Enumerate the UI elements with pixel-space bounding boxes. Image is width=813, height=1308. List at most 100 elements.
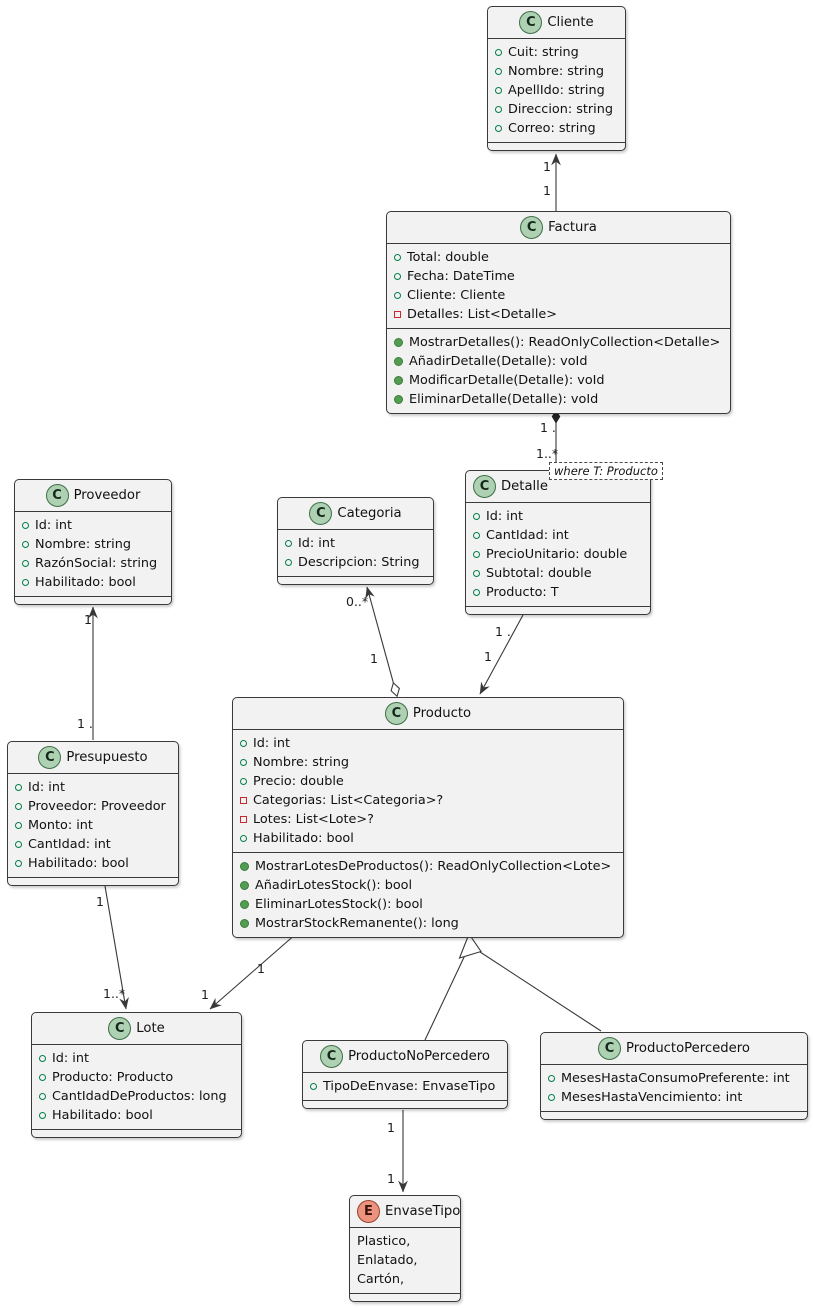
method-icon — [240, 900, 249, 909]
attribute-row: MesesHastaConsumoPreferente: int — [548, 1069, 800, 1088]
method-text: ModificarDetalle(Detalle): voId — [409, 373, 605, 388]
public-attribute-icon — [240, 740, 247, 747]
attribute-row: Habilitado: bool — [15, 854, 171, 873]
attribute-text: Cliente: Cliente — [407, 288, 506, 303]
attribute-text: Habilitado: bool — [253, 831, 354, 846]
class-header: C Detalle — [466, 471, 650, 502]
enum-value-text: Enlatado, — [357, 1253, 418, 1268]
attribute-row: Lotes: List<Lote>? — [240, 810, 616, 829]
methods-compartment — [278, 576, 433, 584]
attribute-row: Habilitado: bool — [39, 1106, 234, 1125]
attribute-text: Habilitado: bool — [52, 1108, 153, 1123]
attribute-row: ApellIdo: string — [495, 81, 618, 100]
attribute-row: TipoDeEnvase: EnvaseTipo — [310, 1077, 500, 1096]
public-attribute-icon — [22, 579, 29, 586]
class-name: Presupuesto — [66, 750, 148, 765]
class-producto-percedero: C ProductoPercedero MesesHastaConsumoPre… — [540, 1032, 808, 1120]
enum-value-row: Plastico, — [357, 1232, 453, 1251]
class-header: C Producto — [233, 698, 623, 729]
methods-compartment: MostrarLotesDeProductos(): ReadOnlyColle… — [233, 852, 623, 937]
class-header: C Proveedor — [15, 480, 171, 511]
public-attribute-icon — [310, 1083, 317, 1090]
multiplicity-label: 1..* — [103, 986, 126, 1001]
enum-values-compartment: Plastico, Enlatado, Cartón, — [350, 1227, 460, 1293]
attribute-row: Descripcion: String — [285, 553, 426, 572]
method-icon — [240, 862, 249, 871]
public-attribute-icon — [15, 784, 22, 791]
method-icon — [394, 338, 403, 347]
public-attribute-icon — [495, 49, 502, 56]
public-attribute-icon — [39, 1112, 46, 1119]
enum-envase-tipo: E EnvaseTipo Plastico, Enlatado, Cartón, — [349, 1195, 461, 1302]
attribute-row: Id: int — [285, 534, 426, 553]
attribute-row: CantIdadDeProductos: long — [39, 1087, 234, 1106]
attribute-row: Habilitado: bool — [22, 573, 164, 592]
public-attribute-icon — [495, 87, 502, 94]
class-categoria: C Categoria Id: int Descripcion: String — [277, 497, 434, 585]
public-attribute-icon — [39, 1055, 46, 1062]
enum-value-row: Cartón, — [357, 1270, 453, 1289]
multiplicity-label: 1 . — [540, 420, 556, 435]
public-attribute-icon — [285, 540, 292, 547]
attribute-row: CantIdad: int — [15, 835, 171, 854]
multiplicity-label: 1 — [201, 987, 209, 1002]
public-attribute-icon — [22, 522, 29, 529]
attribute-text: Cuit: string — [508, 45, 579, 60]
attributes-compartment: Id: int Proveedor: Proveedor Monto: int … — [8, 773, 178, 877]
class-icon: C — [108, 1017, 132, 1040]
class-presupuesto: C Presupuesto Id: int Proveedor: Proveed… — [7, 741, 179, 886]
attribute-text: MesesHastaVencimiento: int — [561, 1090, 743, 1105]
attribute-row: Nombre: string — [22, 535, 164, 554]
public-attribute-icon — [394, 292, 401, 299]
method-icon — [394, 357, 403, 366]
attributes-compartment: TipoDeEnvase: EnvaseTipo — [303, 1072, 507, 1100]
public-attribute-icon — [22, 560, 29, 567]
attribute-row: Cliente: Cliente — [394, 286, 723, 305]
class-header: C Presupuesto — [8, 742, 178, 773]
attribute-row: MesesHastaVencimiento: int — [548, 1088, 800, 1107]
edge-producto-lote — [209, 932, 298, 1010]
enum-value-text: Plastico, — [357, 1234, 411, 1249]
methods-compartment — [303, 1100, 507, 1108]
class-name: EnvaseTipo — [385, 1204, 461, 1219]
class-header: C Cliente — [488, 7, 625, 38]
attribute-text: Precio: double — [253, 774, 344, 789]
multiplicity-label: 1 — [387, 1171, 395, 1186]
class-name: Lote — [136, 1021, 165, 1036]
edge-producto-categoria — [367, 587, 397, 696]
class-header: C Categoria — [278, 498, 433, 529]
multiplicity-label: 1 — [484, 649, 492, 664]
attribute-text: Producto: T — [486, 585, 559, 600]
enum-value-text: Cartón, — [357, 1272, 405, 1287]
attribute-text: TipoDeEnvase: EnvaseTipo — [323, 1079, 496, 1094]
attributes-compartment: Cuit: string Nombre: string ApellIdo: st… — [488, 38, 625, 142]
public-attribute-icon — [39, 1074, 46, 1081]
public-attribute-icon — [495, 68, 502, 75]
public-attribute-icon — [495, 125, 502, 132]
edge-percedero-producto — [476, 949, 602, 1032]
class-icon: C — [519, 11, 543, 34]
method-text: MostrarStockRemanente(): long — [255, 916, 459, 931]
attributes-compartment: Id: int CantIdad: int PrecioUnitario: do… — [466, 502, 650, 606]
attribute-text: Descripcion: String — [298, 555, 420, 570]
public-attribute-icon — [15, 822, 22, 829]
attribute-text: Direccion: string — [508, 102, 613, 117]
attribute-text: CantIdad: int — [486, 528, 569, 543]
public-attribute-icon — [240, 759, 247, 766]
method-row: MostrarLotesDeProductos(): ReadOnlyColle… — [240, 857, 616, 876]
attribute-text: Nombre: string — [508, 64, 604, 79]
public-attribute-icon — [548, 1075, 555, 1082]
class-name: Detalle — [501, 479, 548, 494]
method-text: MostrarLotesDeProductos(): ReadOnlyColle… — [255, 859, 612, 874]
multiplicity-label: 1 — [370, 651, 378, 666]
attribute-row: Id: int — [15, 778, 171, 797]
attribute-text: Id: int — [35, 518, 72, 533]
edge-nopercedero-producto — [424, 952, 467, 1041]
enum-icon: E — [357, 1200, 380, 1223]
attribute-text: Id: int — [52, 1051, 89, 1066]
attribute-text: Id: int — [253, 736, 290, 751]
class-icon: C — [520, 216, 544, 239]
attribute-text: Detalles: List<Detalle> — [407, 307, 558, 322]
values-compartment-footer — [350, 1293, 460, 1301]
